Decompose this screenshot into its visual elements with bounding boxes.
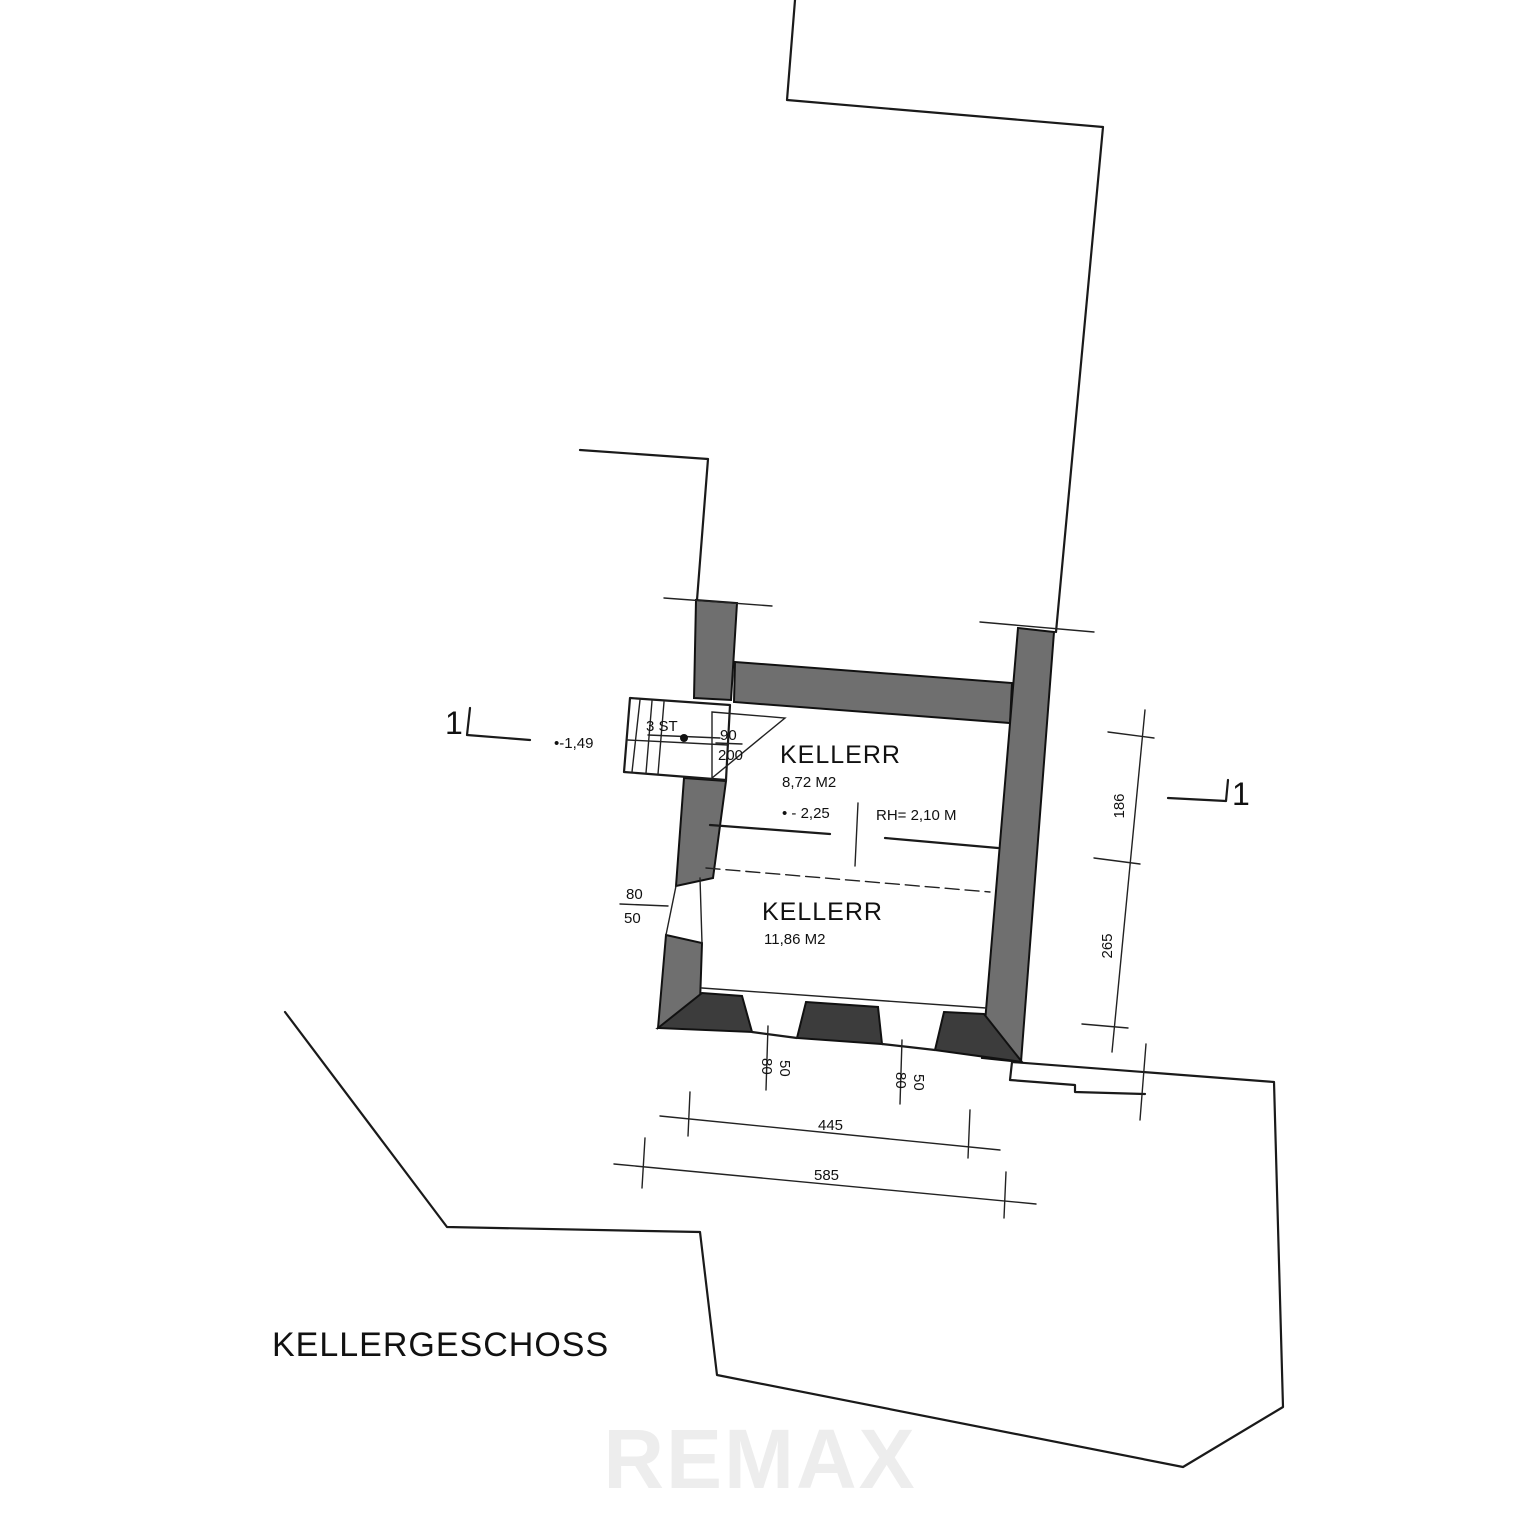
room-2-area: 11,86 M2 <box>764 931 825 948</box>
stair-steps-label: 3 ST <box>646 718 678 735</box>
room-depth-north-label: 186 <box>1111 793 1128 818</box>
outer-width-label: 585 <box>814 1167 839 1184</box>
section-line-left: 1 <box>445 705 532 742</box>
stair-arrow-dot-icon <box>680 734 688 742</box>
south-opening-2-width: 80 <box>892 1072 909 1089</box>
stair-level-label: •-1,49 <box>554 735 593 752</box>
room-1-level: • - 2,25 <box>782 805 830 822</box>
plot-boundary-south <box>283 1010 1285 1469</box>
stair <box>622 696 787 782</box>
plot-boundary-left-upper <box>578 448 710 602</box>
south-opening-1-height: 50 <box>776 1060 793 1077</box>
room-1-height: RH= 2,10 M <box>876 807 956 824</box>
room-1-name: KELLERR <box>780 741 901 769</box>
door-height-label: 200 <box>718 747 743 764</box>
door-width-label: 90 <box>720 727 737 744</box>
room-depth-south-label: 265 <box>1099 933 1116 958</box>
room-1-area: 8,72 M2 <box>782 774 836 791</box>
wall-ticks <box>663 597 1095 633</box>
south-opening-1-width: 80 <box>758 1058 775 1075</box>
south-opening-2-height: 50 <box>910 1074 927 1091</box>
plan-title: KELLERGESCHOSS <box>272 1326 609 1364</box>
section-marker-right: 1 <box>1232 776 1250 812</box>
plot-boundary-north <box>785 0 1105 634</box>
watermark-logo: REMAX <box>603 1412 916 1506</box>
section-marker-left: 1 <box>445 705 463 741</box>
section-line-right: 1 <box>1166 776 1250 812</box>
building-walls <box>655 598 1056 1064</box>
west-opening-height: 50 <box>624 910 641 927</box>
room-2-name: KELLERR <box>762 898 883 926</box>
dimension-vertical: 186 265 <box>1081 709 1155 1121</box>
dimension-outer-width: 585 <box>613 1137 1037 1219</box>
west-opening-width: 80 <box>626 886 643 903</box>
inner-width-label: 445 <box>818 1117 843 1134</box>
dimension-inner-width: 445 <box>659 1091 1001 1159</box>
partition-wall <box>705 802 1000 893</box>
